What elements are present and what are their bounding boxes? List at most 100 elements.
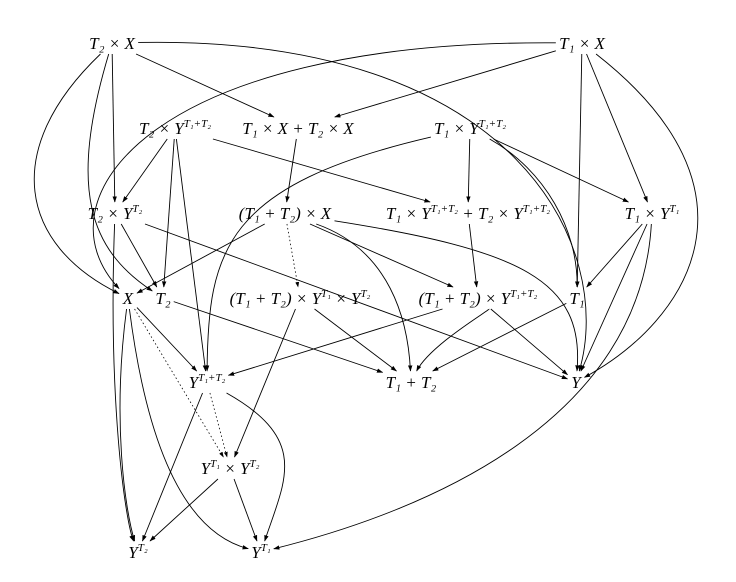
arrow-t12xyt1xyt2-to-t1-t2 <box>314 308 397 372</box>
node-sumy: T₁ × YT₁+T₂ + T₂ × YT₁+T₂ <box>386 203 550 223</box>
arrow-t1xyt12-to-yt12 <box>204 136 431 372</box>
arrow-t1xx-to-t1x-t2x <box>334 50 556 118</box>
arrow-t1-to-t1-t2 <box>432 303 567 372</box>
superscript: T₁+T₂ <box>479 118 506 130</box>
label-text: × Y <box>220 459 251 478</box>
superscript: T₂ <box>249 458 259 470</box>
label-text: Y <box>571 373 582 392</box>
node-t1xyt12: T₁ × YT₁+T₂ <box>434 118 506 138</box>
arrow-t12xx-to-x <box>136 223 265 294</box>
label-text: T₁ <box>569 289 584 308</box>
node-x: X <box>122 289 134 308</box>
label-text: Y <box>251 543 262 562</box>
superscript: T₁+T₂ <box>523 203 550 215</box>
label-text: T₂ × Y <box>139 119 185 138</box>
node-t12xx: (T₁ + T₂) × X <box>239 204 332 223</box>
arrow-t1x-t2x-to-t12xx <box>285 138 297 203</box>
superscript: T₂ <box>360 288 370 300</box>
arrow-x-to-yt12 <box>136 307 198 372</box>
node-yt1: YT₁ <box>251 542 271 562</box>
label-text: T₁ × X <box>559 34 605 53</box>
arrow-t1xyt1-to-yt1 <box>273 223 652 550</box>
node-t2xx: T₂ × X <box>89 34 135 53</box>
node-t12xyt1xyt2: (T₁ + T₂) × YT₁ × YT₂ <box>230 288 371 308</box>
arrow-t2xx-to-y <box>138 42 587 372</box>
superscript: T₁ <box>210 458 220 470</box>
edges-layer <box>33 42 699 550</box>
label-text: Y <box>128 543 139 562</box>
arrow-t1xx-to-t1xyt1 <box>586 53 648 203</box>
arrow-t2xyt2-to-t2 <box>120 223 158 288</box>
arrow-t2xx-to-t1x-t2x <box>135 53 275 118</box>
arrow-t2xyt2-to-yt2 <box>112 223 134 542</box>
label-text: + T₂ × Y <box>458 204 524 223</box>
node-t2: T₂ <box>155 289 170 308</box>
superscript: T₁ <box>669 203 679 215</box>
label-text: T₁ + T₂ <box>386 373 437 392</box>
superscript: T₁+T₂ <box>510 288 537 300</box>
arrow-t12xx-to-t12xyt1xyt2 <box>286 223 300 288</box>
arrow-t1xyt12-to-t1 <box>489 138 580 288</box>
node-t2xyt2: T₂ × YT₂ <box>88 203 143 223</box>
arrow-t12xyt12-to-y <box>490 308 568 376</box>
label-text: T₂ <box>155 289 170 308</box>
arrow-t2xyt12-to-t2 <box>161 138 175 288</box>
arrow-t2xx-to-t2 <box>87 53 153 292</box>
arrow-t12xyt12-to-yt12 <box>227 308 443 376</box>
arrow-t1xx-to-y <box>583 53 699 378</box>
node-t1-t2: T₁ + T₂ <box>386 373 437 392</box>
arrow-t2-to-t1-t2 <box>173 301 384 373</box>
arrow-yt1xyt2-to-yt1 <box>233 478 258 542</box>
label-text: (T₁ + T₂) × Y <box>230 289 323 308</box>
superscript: T₁ <box>261 542 271 554</box>
arrow-t1xyt12-to-sumy <box>466 138 471 203</box>
arrow-t1xx-to-x <box>92 42 556 289</box>
arrow-t1xyt1-to-t1 <box>586 223 643 288</box>
arrow-t12xx-to-t1-t2 <box>316 223 413 372</box>
label-text: T₁ × Y <box>625 204 671 223</box>
arrow-yt1xyt2-to-yt2 <box>149 478 219 542</box>
arrow-yt12-to-yt2 <box>142 392 203 542</box>
arrow-yt12-to-yt1 <box>226 392 286 542</box>
arrow-sumy-to-t12xyt12 <box>468 223 479 288</box>
arrow-t12xyt1xyt2-to-yt1xyt2 <box>234 308 296 458</box>
arrow-t2xyt12-to-t2xyt2 <box>122 138 168 203</box>
label-text: T₁ × Y <box>434 119 480 138</box>
label-text: T₂ × Y <box>88 204 134 223</box>
arrow-t2xyt2-to-y <box>144 223 569 380</box>
label-text: × Y <box>331 289 362 308</box>
node-t1x-t2x: T₁ × X + T₂ × X <box>242 119 354 138</box>
label-text: (T₁ + T₂) × Y <box>419 289 512 308</box>
node-t2xyt12: T₂ × YT₁+T₂ <box>139 118 211 138</box>
arrow-x-to-yt1 <box>128 308 249 550</box>
arrow-t2xx-to-x <box>33 53 120 294</box>
arrow-yt12-to-yt1xyt2 <box>209 392 228 458</box>
arrow-t12xx-to-y <box>334 220 580 372</box>
superscript: T₂ <box>138 542 148 554</box>
node-t1xyt1: T₁ × YT₁ <box>625 203 680 223</box>
arrow-t12xyt12-to-t1-t2 <box>416 308 490 372</box>
superscript: T₁+T₂ <box>198 372 225 384</box>
label-text: (T₁ + T₂) × X <box>239 204 332 223</box>
label-text: Y <box>201 459 212 478</box>
node-t1xx: T₁ × X <box>559 34 605 53</box>
arrow-x-to-yt2 <box>119 308 136 542</box>
superscript: T₁ <box>321 288 331 300</box>
label-text: Y <box>189 373 200 392</box>
node-yt2: YT₂ <box>128 542 148 562</box>
arrow-t12xx-to-t12xyt12 <box>309 223 454 288</box>
label-text: T₁ × X + T₂ × X <box>242 119 354 138</box>
arrow-t1xyt12-to-t1xyt1 <box>493 138 630 203</box>
arrow-t1xyt1-to-y <box>580 223 648 372</box>
arrow-t2xyt12-to-yt12 <box>175 138 208 372</box>
node-t1: T₁ <box>569 289 584 308</box>
label-text: X <box>122 289 134 308</box>
superscript: T₂ <box>132 203 142 215</box>
arrow-t2xx-to-t2xyt2 <box>111 53 117 203</box>
node-t12xyt12: (T₁ + T₂) × YT₁+T₂ <box>419 288 538 308</box>
superscript: T₁+T₂ <box>431 203 458 215</box>
superscript: T₁+T₂ <box>184 118 211 130</box>
